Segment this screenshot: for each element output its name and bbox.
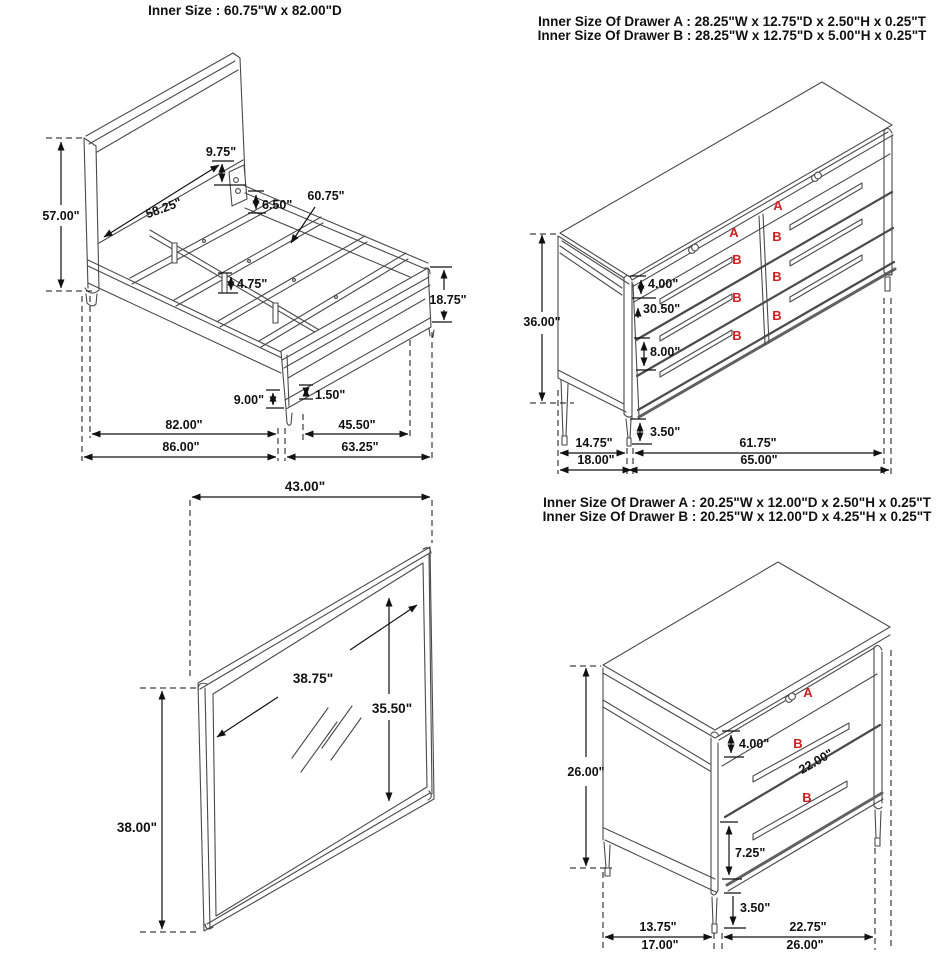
nightstand-diagram: A B B 26.00" 4.00" 22.00" 7.25" 3.50" 13… [543, 495, 933, 955]
dresser-dim-width-inner: 61.75" [739, 436, 776, 450]
nightstand-dim-depth: 17.00" [641, 938, 678, 950]
nightstand-title-line2: Inner Size Of Drawer B : 20.25"W x 12.00… [543, 509, 933, 524]
dresser-dim-depth: 18.00" [577, 453, 614, 467]
nightstand-dim-drawer-b: 7.25" [735, 846, 765, 860]
dresser-drawer-handles [659, 182, 863, 378]
mirror-frame [197, 546, 435, 932]
dresser-drawer-label-b4: B [772, 229, 781, 244]
mirror-dim-glass-width: 38.75" [293, 671, 333, 686]
dresser-dim-leg: 3.50" [650, 425, 680, 439]
dresser-dim-width: 65.00" [740, 453, 777, 467]
nightstand-title-line1: Inner Size Of Drawer A : 20.25"W x 12.00… [543, 495, 932, 510]
mirror-dim-height: 38.00" [117, 820, 157, 835]
dresser-dim-drawer-b: 8.00" [650, 345, 680, 359]
nightstand-dim-width: 26.00" [786, 938, 823, 950]
bed-footboard [280, 267, 435, 426]
nightstand-drawer-label-a: A [803, 685, 813, 700]
dresser-drawer-label-b5: B [772, 269, 781, 284]
dresser-diagram: A A B B B B B B 36.00" 4.00" 30.50" 8.00… [523, 14, 927, 474]
dresser-drawer-label-b2: B [732, 290, 741, 305]
bed-dim-headboard-panel: 9.75" [206, 145, 236, 159]
mirror-glass [212, 562, 428, 917]
dresser-title-line2: Inner Size Of Drawer B : 28.25"W x 12.75… [538, 28, 928, 43]
bed-near-rail [87, 259, 282, 353]
nightstand-drawer-label-b2: B [802, 790, 811, 805]
bed-dim-overall-length: 86.00" [162, 440, 199, 454]
nightstand-knob [785, 692, 796, 703]
dresser-drawer-front [631, 131, 897, 419]
dresser-dim-height: 36.00" [523, 315, 560, 329]
nightstand-dim-depth-inner: 13.75" [639, 920, 676, 934]
dresser-dim-drawer-a: 4.00" [648, 277, 678, 291]
dresser-drawer-label-b1: B [732, 252, 741, 267]
dresser-title-line1: Inner Size Of Drawer A : 28.25"W x 12.75… [538, 14, 927, 29]
bed-title: Inner Size : 60.75"W x 82.00"D [148, 3, 342, 18]
dresser-drawer-label-b3: B [732, 328, 741, 343]
dresser-knobs [688, 171, 822, 254]
dresser-drawer-label-a1: A [729, 225, 739, 240]
bed-dim-rail-height: 6.50" [262, 198, 292, 212]
nightstand-dim-drawer-a: 4.00" [739, 737, 769, 751]
nightstand-drawer-handles [752, 722, 850, 841]
dresser-dim-depth-inner: 14.75" [575, 436, 612, 450]
bed-dim-height: 57.00" [42, 209, 79, 223]
bed-support-leg [171, 242, 178, 264]
bed-diagram: 57.00" 9.75" 58.25" 6.50" 60.75" 4.75" 1… [42, 3, 467, 461]
bed-dim-footboard-inner-width: 45.50" [338, 418, 375, 432]
dresser-dim-drawer-bank: 30.50" [643, 302, 680, 316]
dresser-drawer-label-b6: B [772, 308, 781, 323]
bed-dim-leg-height: 9.00" [234, 393, 264, 407]
nightstand-dim-height: 26.00" [567, 765, 604, 779]
bed-dim-support-leg: 4.75" [237, 277, 267, 291]
bed-dim-footboard-width: 63.25" [341, 440, 378, 454]
dresser-top [559, 81, 893, 278]
nightstand-dim-width-inner: 22.75" [789, 920, 826, 934]
mirror-dim-glass-height: 35.50" [372, 701, 412, 716]
mirror-dim-width: 43.00" [285, 479, 325, 494]
nightstand-drawer-label-b1: B [793, 736, 802, 751]
nightstand-side-panel [602, 667, 717, 893]
bed-support-leg [272, 302, 279, 324]
bed-dim-foot-cap: 1.50" [315, 388, 345, 402]
dresser-drawer-label-a2: A [773, 198, 783, 213]
bed-dim-footboard-height: 18.75" [429, 293, 466, 307]
nightstand-drawer-front [718, 647, 884, 892]
nightstand-dim-leg: 3.50" [740, 901, 770, 915]
bed-dim-slat-width: 60.75" [307, 189, 344, 203]
mirror-shine-lines [291, 705, 362, 773]
mirror-diagram: 43.00" 38.00" 38.75" 35.50" [117, 479, 435, 933]
bed-dim-inner-length: 82.00" [165, 418, 202, 432]
bed-support-leg [221, 272, 228, 294]
bed-headboard-top-edge [85, 52, 234, 137]
dresser-side-panel [557, 235, 627, 413]
nightstand-top [602, 561, 891, 731]
